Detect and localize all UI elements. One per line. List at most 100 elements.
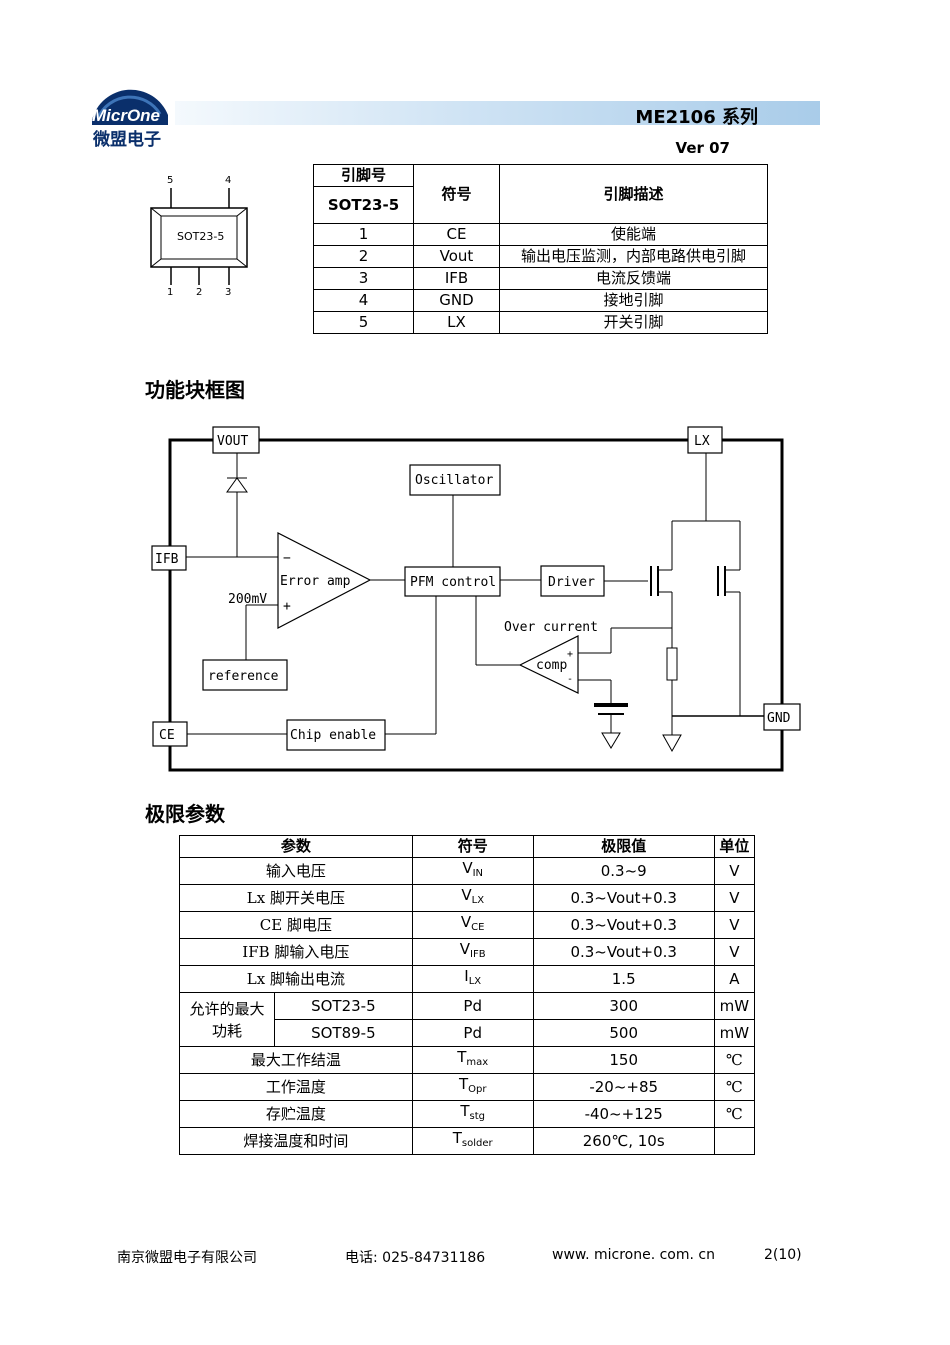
- pin-label-3: 3: [225, 287, 232, 298]
- package-cell: SOT89-5: [274, 1019, 413, 1047]
- value-cell: 300: [532, 992, 715, 1020]
- param-cell: 存贮温度: [179, 1100, 413, 1128]
- symbol-cell: IFB: [413, 267, 500, 290]
- param-cell: 最大工作结温: [179, 1046, 413, 1074]
- pin-label-2: 2: [196, 287, 203, 298]
- error-amp-label: Error amp: [280, 574, 351, 589]
- unit-cell: mW: [713, 1019, 756, 1047]
- symbol-header: 符号: [411, 835, 534, 858]
- package-label: SOT23-5: [177, 230, 225, 243]
- logo-subtitle: 微盟电子: [93, 130, 161, 150]
- package-cell: SOT23-5: [274, 992, 413, 1020]
- oscillator-label: Oscillator: [415, 473, 493, 488]
- table-row: 输入电压 VIN 0.3~9 V: [179, 857, 756, 885]
- symbol-cell: VIFB: [411, 938, 534, 966]
- table-row: 焊接温度和时间 Tsolder 260℃, 10s: [179, 1127, 756, 1155]
- unit-cell: V: [713, 911, 756, 939]
- version-label: Ver 07: [675, 139, 730, 157]
- symbol-cell: Pd: [411, 1019, 534, 1047]
- limits-table: 参数 符号 极限值 单位 输入电压 VIN 0.3~9 V Lx 脚开关电压 V…: [179, 835, 756, 1155]
- pin-label-4: 4: [225, 175, 232, 186]
- table-row: 允许的最大功耗 SOT23-5 Pd 300 mW: [179, 992, 756, 1047]
- table-row: 4 GND 接地引脚: [313, 289, 768, 312]
- value-cell: 0.3~9: [532, 857, 715, 885]
- vout-label: VOUT: [217, 434, 248, 449]
- value-cell: 260℃, 10s: [532, 1127, 715, 1155]
- unit-cell: [713, 1127, 756, 1155]
- param-cell: 焊接温度和时间: [179, 1127, 413, 1155]
- block-diagram-title: 功能块框图: [145, 378, 245, 402]
- table-row: CE 脚电压 VCE 0.3~Vout+0.3 V: [179, 911, 756, 939]
- symbol-cell: Pd: [411, 992, 534, 1020]
- param-cell: CE 脚电压: [179, 911, 413, 939]
- param-cell: 工作温度: [179, 1073, 413, 1101]
- company-logo: [88, 70, 178, 145]
- desc-cell: 开关引脚: [499, 311, 768, 334]
- over-current-label: Over current: [504, 620, 598, 635]
- table-row: 1 CE 使能端: [313, 223, 768, 246]
- value-cell: 150: [532, 1046, 715, 1074]
- value-cell: 500: [532, 1019, 715, 1047]
- value-header: 极限值: [532, 835, 715, 858]
- table-row: 工作温度 TOpr -20~+85 ℃: [179, 1073, 756, 1101]
- symbol-cell: VCE: [411, 911, 534, 939]
- unit-cell: ℃: [713, 1073, 756, 1101]
- header-bar: [175, 101, 820, 125]
- gnd-label: GND: [767, 711, 791, 726]
- table-row: 2 Vout 输出电压监测，内部电路供电引脚: [313, 245, 768, 268]
- limits-title: 极限参数: [145, 802, 225, 826]
- unit-cell: ℃: [713, 1100, 756, 1128]
- pin-label-5: 5: [167, 175, 174, 186]
- driver-label: Driver: [548, 575, 595, 590]
- param-header: 参数: [179, 835, 413, 858]
- svg-text:-: -: [567, 674, 573, 685]
- reference-label: reference: [208, 669, 279, 684]
- vref-label: 200mV: [228, 592, 267, 607]
- symbol-cell: Tsolder: [411, 1127, 534, 1155]
- table-row: 最大工作结温 Tmax 150 ℃: [179, 1046, 756, 1074]
- value-cell: 1.5: [532, 965, 715, 993]
- plus-sign: +: [283, 599, 291, 614]
- table-row: Lx 脚开关电压 VLX 0.3~Vout+0.3 V: [179, 884, 756, 912]
- page-number: 2(10): [764, 1247, 802, 1263]
- footer-website[interactable]: www. microne. com. cn: [552, 1247, 715, 1263]
- svg-text:+: +: [567, 649, 573, 660]
- symbol-cell: VLX: [411, 884, 534, 912]
- unit-cell: A: [713, 965, 756, 993]
- desc-cell: 输出电压监测，内部电路供电引脚: [499, 245, 768, 268]
- unit-cell: mW: [713, 992, 756, 1020]
- table-row: Lx 脚输出电流 ILX 1.5 A: [179, 965, 756, 993]
- table-row: IFB 脚输入电压 VIFB 0.3~Vout+0.3 V: [179, 938, 756, 966]
- value-cell: -40~+125: [532, 1100, 715, 1128]
- value-cell: 0.3~Vout+0.3: [532, 938, 715, 966]
- package-drawing: 5 4 SOT23-5 1 2 3: [140, 172, 260, 302]
- lx-label: LX: [694, 434, 710, 449]
- value-cell: -20~+85: [532, 1073, 715, 1101]
- symbol-cell: TOpr: [411, 1073, 534, 1101]
- footer-phone: 电话: 025-84731186: [345, 1250, 486, 1266]
- minus-sign: −: [283, 551, 291, 566]
- value-cell: 0.3~Vout+0.3: [532, 884, 715, 912]
- unit-cell: ℃: [713, 1046, 756, 1074]
- param-cell: 输入电压: [179, 857, 413, 885]
- logo-text: MicrOne: [92, 106, 161, 125]
- table-row: 存贮温度 Tstg -40~+125 ℃: [179, 1100, 756, 1128]
- pin-table: 引脚号 符号 引脚描述 SOT23-5 1 CE 使能端 2 Vout 输出电压…: [313, 164, 768, 334]
- ce-label: CE: [159, 728, 175, 743]
- table-row: 5 LX 开关引脚: [313, 311, 768, 334]
- pin-label-1: 1: [167, 287, 174, 298]
- chip-enable-label: Chip enable: [290, 728, 376, 743]
- page-title: ME2106 系列: [635, 107, 758, 128]
- param-cell: Lx 脚输出电流: [179, 965, 413, 993]
- power-label-cell: 允许的最大功耗: [179, 992, 275, 1047]
- unit-header: 单位: [713, 835, 756, 858]
- symbol-cell: Tmax: [411, 1046, 534, 1074]
- unit-cell: V: [713, 938, 756, 966]
- symbol-cell: VIN: [411, 857, 534, 885]
- value-cell: 0.3~Vout+0.3: [532, 911, 715, 939]
- unit-cell: V: [713, 884, 756, 912]
- block-diagram: VOUT LX IFB Oscillator − Error amp + 200…: [151, 426, 801, 772]
- param-cell: Lx 脚开关电压: [179, 884, 413, 912]
- comp-label: comp: [536, 658, 567, 673]
- desc-cell: 接地引脚: [499, 289, 768, 312]
